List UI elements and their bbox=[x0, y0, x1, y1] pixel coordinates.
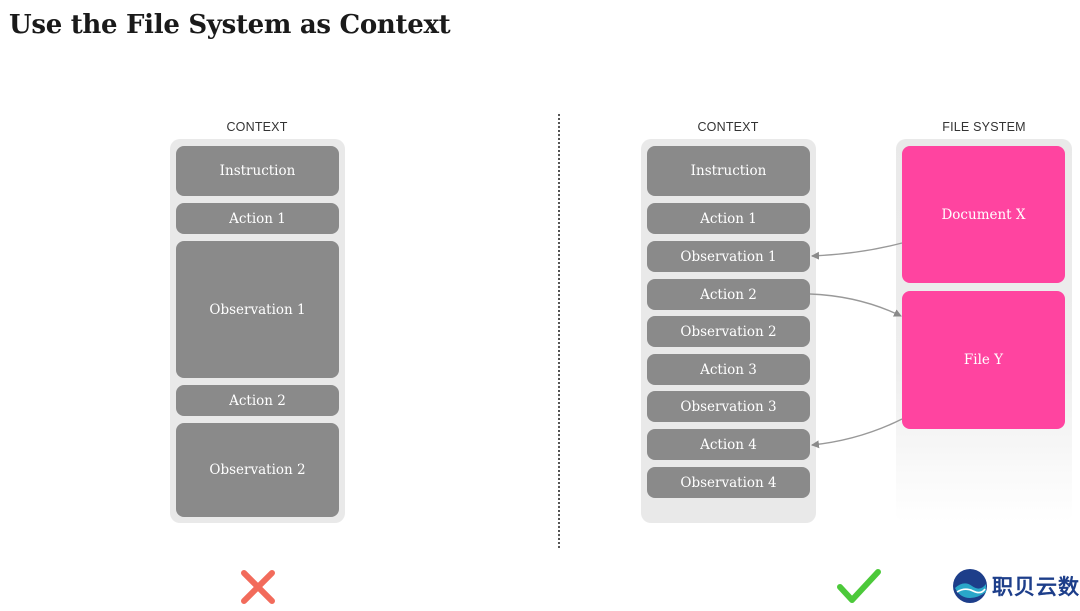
logo: 职贝云数 bbox=[952, 568, 1080, 604]
cross-icon bbox=[241, 570, 275, 604]
arrow-document-x-to-observation-1 bbox=[811, 242, 903, 260]
right-block-action-2: Action 2 bbox=[647, 279, 810, 310]
logo-icon bbox=[953, 569, 987, 603]
right-block-action-4: Action 4 bbox=[647, 429, 810, 460]
check-icon bbox=[837, 569, 881, 603]
right-block-action-1: Action 1 bbox=[647, 203, 810, 234]
logo-text: 职贝云数 bbox=[992, 575, 1080, 599]
left-block-observation-2: Observation 2 bbox=[176, 423, 339, 517]
right-block-observation-4: Observation 4 bbox=[647, 467, 810, 498]
section-divider bbox=[558, 114, 560, 548]
right-block-observation-3: Observation 3 bbox=[647, 391, 810, 422]
arrow-file-y-to-action-4 bbox=[811, 418, 903, 449]
arrow-action-2-to-file-y bbox=[809, 293, 902, 317]
file-system-label: FILE SYSTEM bbox=[942, 120, 1026, 134]
right-block-action-3: Action 3 bbox=[647, 354, 810, 385]
left-block-observation-1: Observation 1 bbox=[176, 241, 339, 378]
left-block-action-2: Action 2 bbox=[176, 385, 339, 416]
page-title: Use the File System as Context bbox=[9, 10, 451, 40]
right-block-observation-1: Observation 1 bbox=[647, 241, 810, 272]
right-block-observation-2: Observation 2 bbox=[647, 316, 810, 347]
left-block-action-1: Action 1 bbox=[176, 203, 339, 234]
file-document-x: Document X bbox=[902, 146, 1065, 283]
left-context-label: CONTEXT bbox=[226, 120, 288, 134]
right-context-label: CONTEXT bbox=[697, 120, 759, 134]
left-block-instruction: Instruction bbox=[176, 146, 339, 196]
right-block-instruction: Instruction bbox=[647, 146, 810, 196]
file-file-y: File Y bbox=[902, 291, 1065, 429]
